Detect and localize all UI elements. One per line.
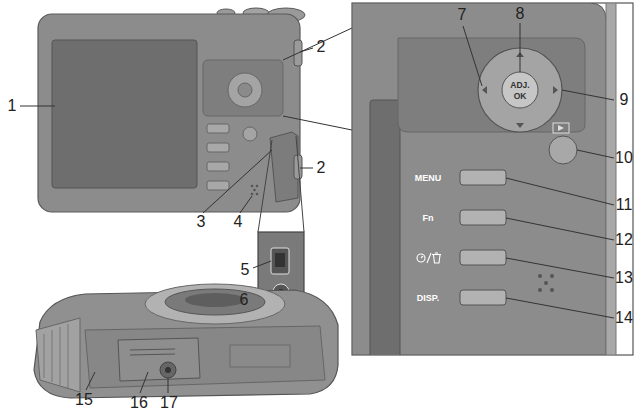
callout-number: 10 <box>615 150 633 166</box>
callout-number: 13 <box>615 270 633 286</box>
callout-number: 5 <box>241 262 250 278</box>
callout-number: 14 <box>615 310 633 326</box>
button-label: OK <box>514 92 527 101</box>
callout-number: 4 <box>234 214 243 230</box>
callout-number: 7 <box>458 7 467 23</box>
callout-number: 12 <box>615 232 633 248</box>
callout-number: 2 <box>317 39 326 55</box>
callout-number: 15 <box>75 392 93 408</box>
button-label: Fn <box>423 214 434 223</box>
button-label: MENU <box>415 174 442 183</box>
callout-number: 11 <box>616 197 633 213</box>
control-inset <box>352 3 633 360</box>
callout-number: 3 <box>197 214 206 230</box>
callout-number: 8 <box>516 6 525 22</box>
button-label: ADJ. <box>510 81 529 90</box>
camera-back-view <box>20 8 352 312</box>
callout-number: 6 <box>240 292 249 308</box>
camera-bottom-view <box>34 284 338 398</box>
callout-number: 9 <box>620 92 629 108</box>
callout-number: 17 <box>160 395 178 411</box>
callout-number: 2 <box>317 160 326 176</box>
callout-number: 16 <box>130 395 148 411</box>
button-label: DISP. <box>417 294 439 303</box>
timer-delete-icon <box>417 253 441 263</box>
callout-number: 1 <box>8 98 17 114</box>
